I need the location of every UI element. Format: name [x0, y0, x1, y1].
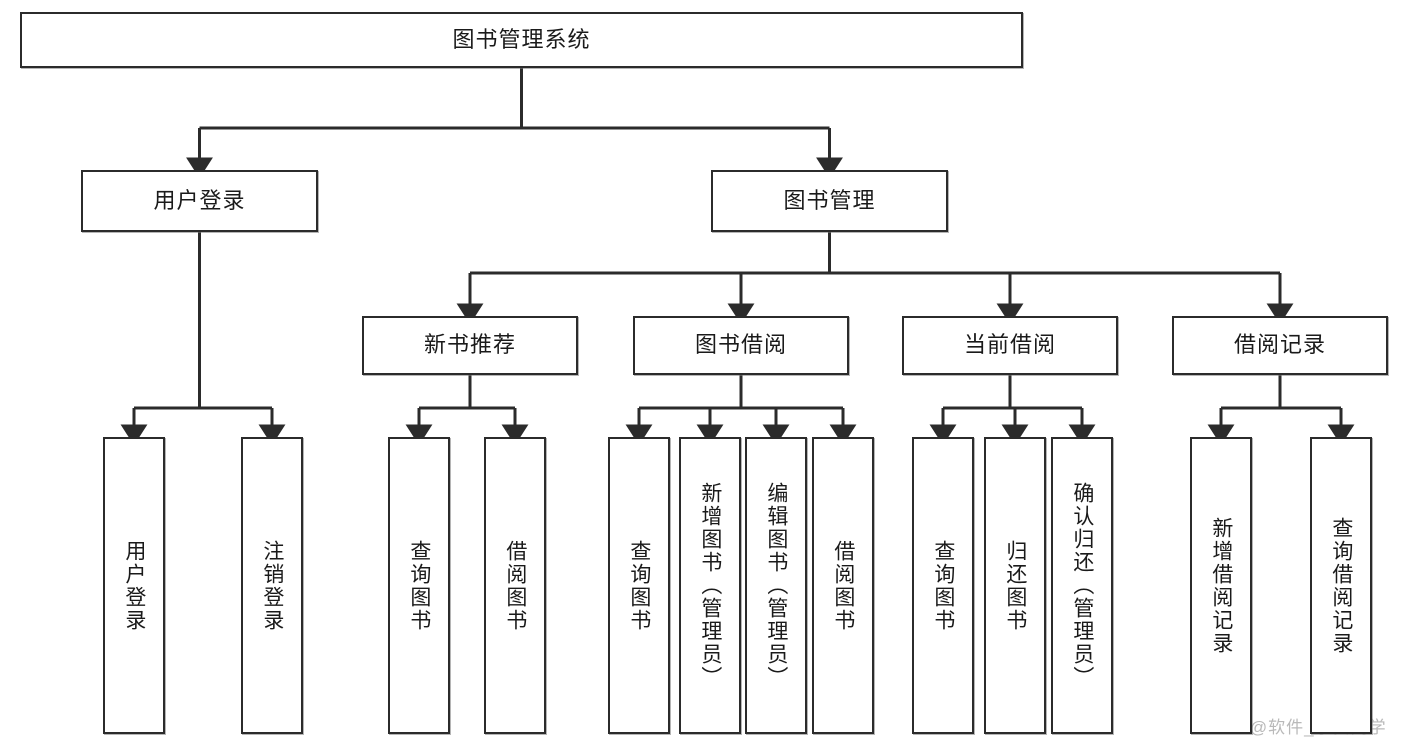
leaf-leaf-query-book-borrow[interactable]: 查询图书 — [608, 437, 670, 734]
node-label: 查询借阅记录 — [1329, 516, 1353, 655]
leaf-leaf-borrow-book[interactable]: 借阅图书 — [812, 437, 874, 734]
leaf-leaf-borrow-book-rec[interactable]: 借阅图书 — [484, 437, 546, 734]
leaf-leaf-query-book-rec[interactable]: 查询图书 — [388, 437, 450, 734]
node-label: 当前借阅 — [963, 332, 1056, 358]
node-label: 图书管理 — [783, 187, 876, 213]
node-label: 新增图书（管理员） — [698, 482, 722, 689]
leaf-leaf-user-logout[interactable]: 注销登录 — [241, 437, 303, 734]
node-label: 图书借阅 — [694, 332, 787, 358]
node-current-borrow[interactable]: 当前借阅 — [902, 316, 1118, 375]
node-label: 查询图书 — [931, 539, 955, 632]
node-label: 用户登录 — [122, 539, 146, 632]
node-label: 查询图书 — [627, 539, 651, 632]
node-label: 用户登录 — [153, 187, 246, 213]
leaf-leaf-query-book-current[interactable]: 查询图书 — [912, 437, 974, 734]
leaf-leaf-return-book[interactable]: 归还图书 — [984, 437, 1046, 734]
node-label: 确认归还（管理员） — [1070, 482, 1094, 689]
node-book-manage[interactable]: 图书管理 — [711, 170, 948, 232]
node-label: 借阅图书 — [503, 539, 527, 632]
leaf-leaf-edit-book[interactable]: 编辑图书（管理员） — [745, 437, 807, 734]
node-label: 新书推荐 — [423, 332, 516, 358]
leaf-leaf-add-book[interactable]: 新增图书（管理员） — [679, 437, 741, 734]
leaf-leaf-add-record[interactable]: 新增借阅记录 — [1190, 437, 1252, 734]
node-label: 借阅图书 — [831, 539, 855, 632]
node-label: 注销登录 — [260, 539, 284, 632]
node-label: 编辑图书（管理员） — [764, 482, 788, 689]
node-book-borrow[interactable]: 图书借阅 — [633, 316, 849, 375]
node-borrow-record[interactable]: 借阅记录 — [1172, 316, 1388, 375]
node-label: 图书管理系统 — [452, 26, 591, 52]
leaf-leaf-user-login[interactable]: 用户登录 — [103, 437, 165, 734]
leaf-leaf-confirm-return[interactable]: 确认归还（管理员） — [1051, 437, 1113, 734]
node-label: 借阅记录 — [1233, 332, 1326, 358]
node-label: 归还图书 — [1003, 539, 1027, 632]
leaf-leaf-query-record[interactable]: 查询借阅记录 — [1310, 437, 1372, 734]
node-label: 查询图书 — [407, 539, 431, 632]
node-root[interactable]: 图书管理系统 — [20, 12, 1023, 68]
node-label: 新增借阅记录 — [1209, 516, 1233, 655]
node-new-book-rec[interactable]: 新书推荐 — [362, 316, 578, 375]
node-user-login[interactable]: 用户登录 — [81, 170, 318, 232]
